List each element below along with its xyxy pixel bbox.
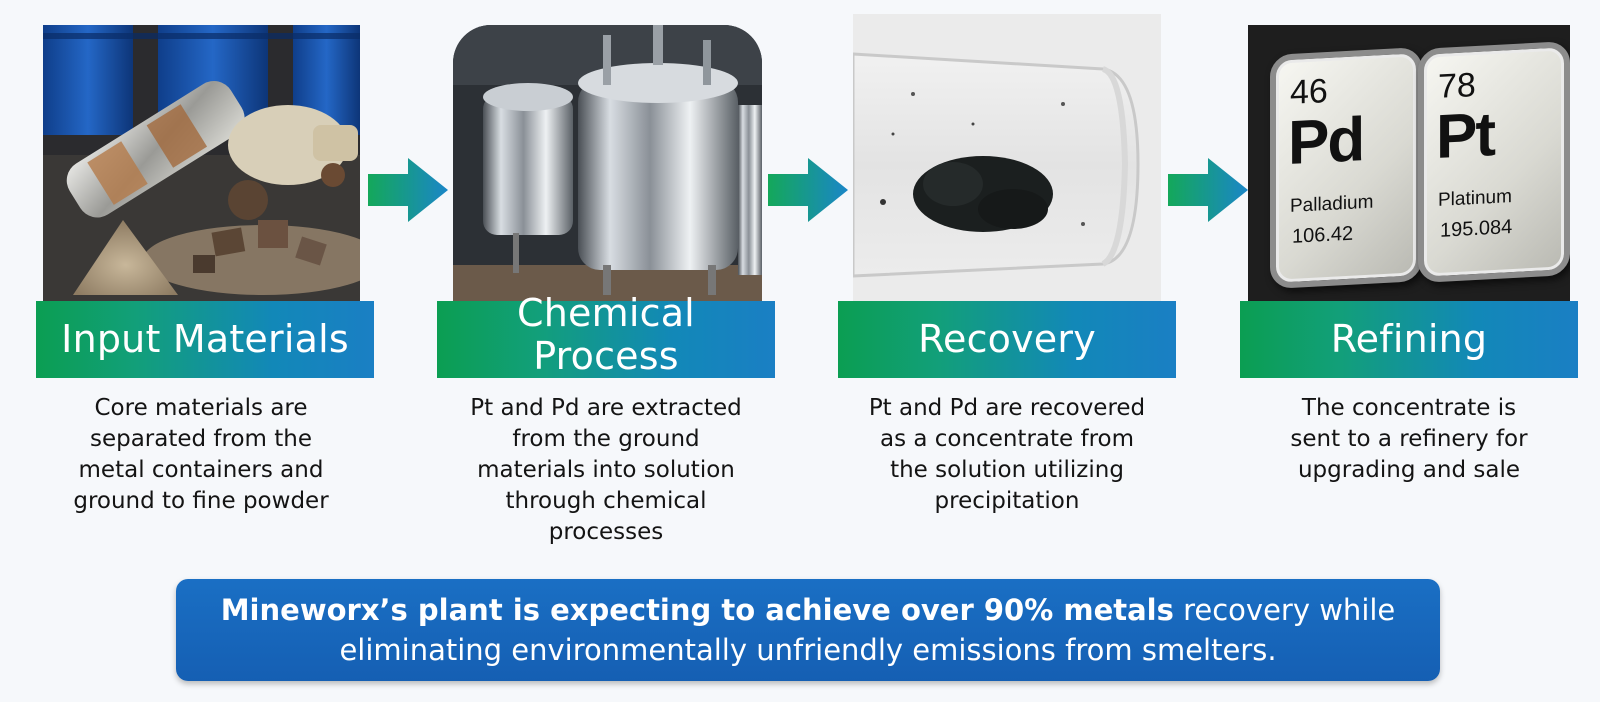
- element-symbol: Pt: [1436, 100, 1494, 173]
- flow-arrow-icon: [1168, 158, 1248, 222]
- step-title-line: Process: [533, 333, 679, 378]
- description-line: the solution utilizing: [890, 457, 1124, 483]
- description-line: Pt and Pd are extracted: [470, 395, 742, 421]
- step-banner-recovery: Recovery: [838, 301, 1176, 378]
- description-line: sent to a refinery for: [1290, 426, 1528, 452]
- element-tile-platinum: 78 Pt Platinum 195.084: [1418, 41, 1570, 283]
- callout-line-1: Mineworx’s plant is expecting to achieve…: [176, 590, 1440, 630]
- input-materials-photo: [43, 25, 360, 301]
- element-name: Palladium: [1290, 191, 1374, 217]
- step-description-chemical-process: Pt and Pd are extracted from the ground …: [437, 393, 775, 548]
- step-description-input-materials: Core materials are separated from the me…: [32, 393, 370, 517]
- step-banner-refining: Refining: [1240, 301, 1578, 378]
- chemical-process-photo: [453, 25, 762, 301]
- description-line: metal containers and: [78, 457, 324, 483]
- step-banner-chemical-process: Chemical Process: [437, 292, 775, 378]
- description-line: as a concentrate from: [879, 426, 1135, 452]
- callout-highlight: Mineworx’s plant is expecting to achieve…: [220, 593, 1174, 627]
- description-line: materials into solution: [477, 457, 735, 483]
- callout-text: recovery while: [1173, 593, 1396, 627]
- description-line: Pt and Pd are recovered: [868, 395, 1146, 421]
- flow-arrow-icon: [368, 158, 448, 222]
- step-title: Refining: [1330, 316, 1488, 361]
- description-line: separated from the: [89, 426, 313, 452]
- description-line: The concentrate is: [1301, 395, 1517, 421]
- step-banner-input-materials: Input Materials: [36, 301, 374, 378]
- element-mass: 106.42: [1292, 222, 1354, 248]
- description-line: from the ground: [512, 426, 700, 452]
- refining-photo: 46 Pd Palladium 106.42 78 Pt Platinum 19…: [1248, 25, 1570, 301]
- step-description-refining: The concentrate is sent to a refinery fo…: [1240, 393, 1578, 486]
- summary-callout: Mineworx’s plant is expecting to achieve…: [176, 579, 1440, 681]
- step-title: Chemical Process: [517, 292, 695, 377]
- description-line: precipitation: [934, 488, 1080, 514]
- recovery-photo: [853, 14, 1161, 301]
- description-line: processes: [548, 519, 664, 545]
- element-mass: 195.084: [1440, 216, 1513, 242]
- element-tile-palladium: 46 Pd Palladium 106.42: [1270, 47, 1422, 289]
- step-title: Recovery: [918, 316, 1096, 361]
- description-line: ground to fine powder: [73, 488, 329, 514]
- step-title: Input Materials: [61, 316, 349, 361]
- description-line: upgrading and sale: [1297, 457, 1520, 483]
- callout-line-2: eliminating environmentally unfriendly e…: [339, 633, 1277, 667]
- step-description-recovery: Pt and Pd are recovered as a concentrate…: [838, 393, 1176, 517]
- step-title-line: Chemical: [517, 290, 695, 335]
- description-line: through chemical: [505, 488, 707, 514]
- element-symbol: Pd: [1288, 105, 1364, 179]
- description-line: Core materials are: [94, 395, 308, 421]
- element-name: Platinum: [1438, 186, 1512, 211]
- flow-arrow-icon: [768, 158, 848, 222]
